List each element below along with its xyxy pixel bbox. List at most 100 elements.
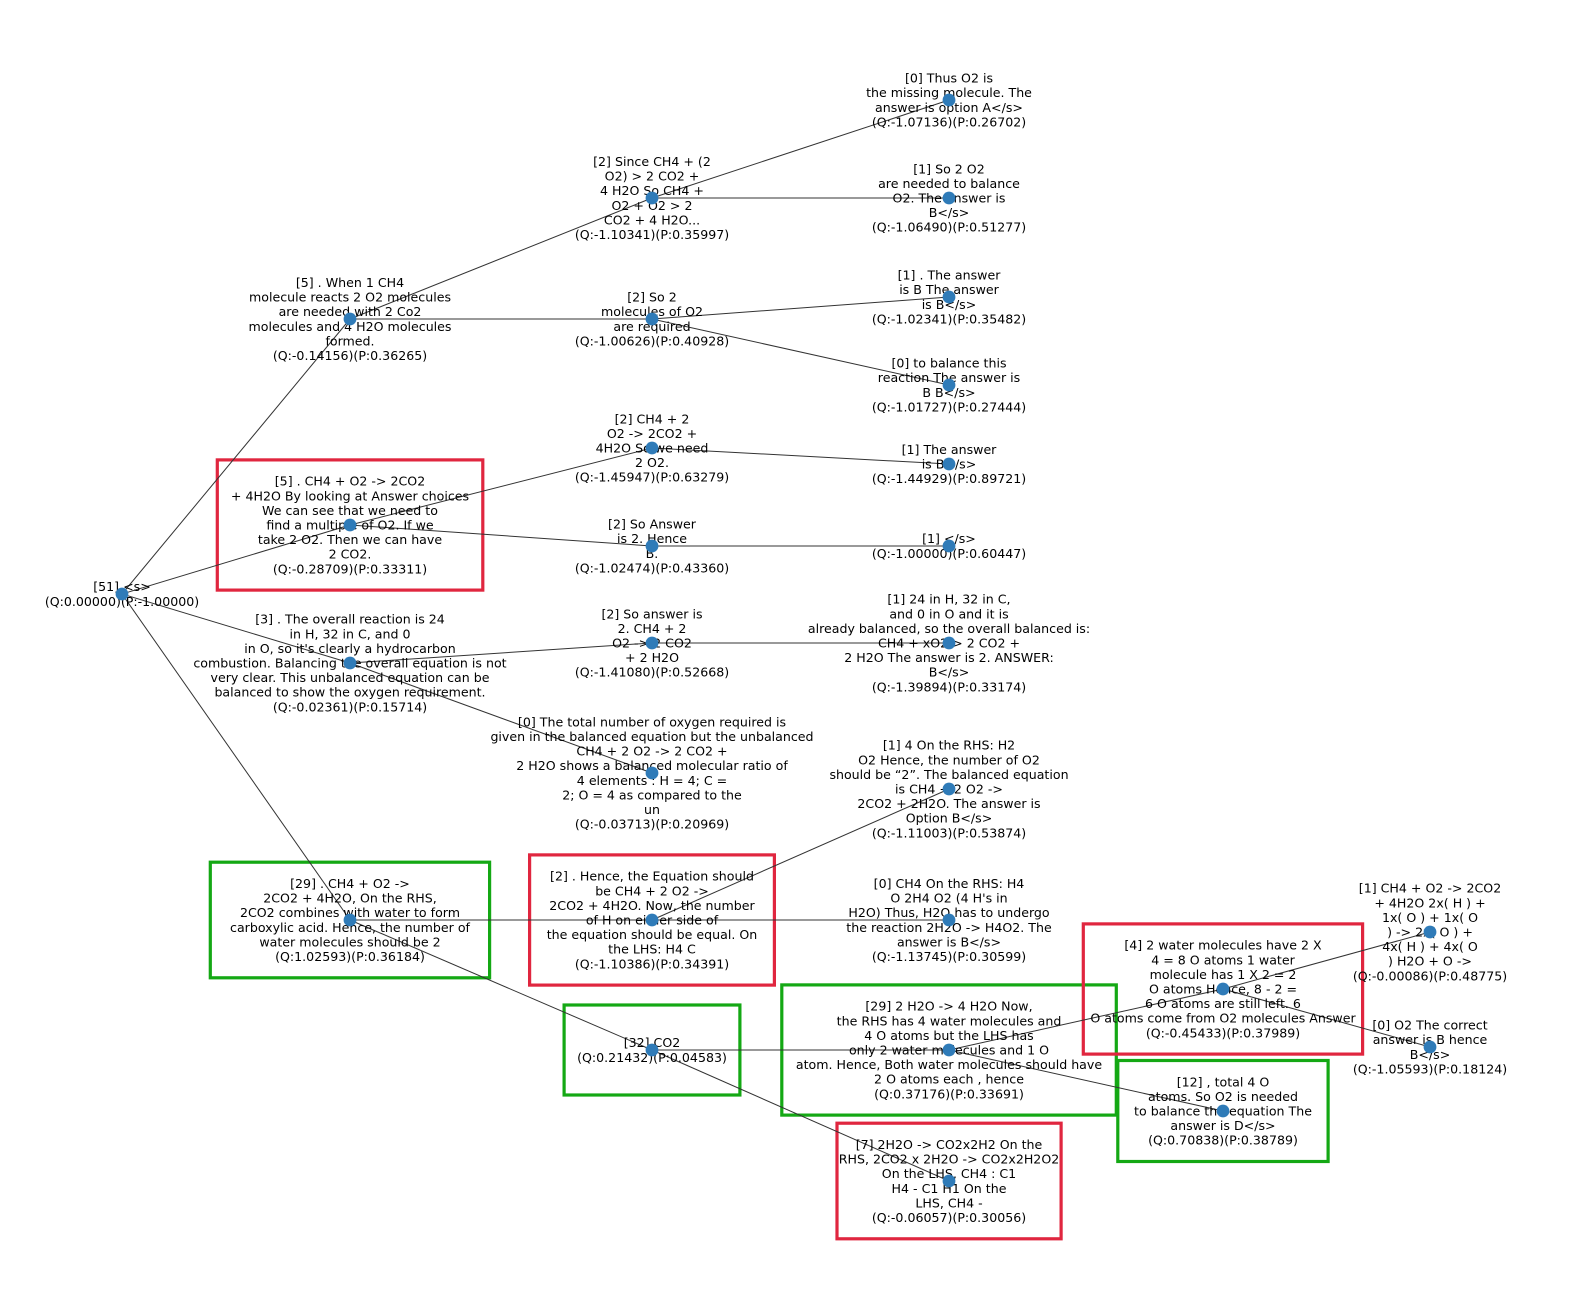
node-label-line: H2O) Thus, H2O has to undergo	[848, 905, 1049, 920]
node-marker-n1[interactable]	[343, 312, 357, 326]
node-marker-l11[interactable]	[1216, 1104, 1230, 1118]
node-label-n4: [29] . CH4 + O2 ->2CO2 + 4H2O, On the RH…	[230, 876, 471, 964]
node-marker-n4b[interactable]	[645, 1043, 659, 1057]
node-label-line: ) H2O + O ->	[1388, 954, 1472, 969]
node-label-line: B</s>	[929, 665, 970, 680]
node-label-line: Option B</s>	[906, 811, 993, 826]
tree-edge-root-n1	[121, 318, 351, 595]
node-label-line: [1] CH4 + O2 -> 2CO2	[1359, 881, 1501, 896]
node-label-line: [32] CO2	[624, 1035, 681, 1050]
node-marker-n3[interactable]	[343, 656, 357, 670]
node-marker-n2[interactable]	[343, 518, 357, 532]
node-marker-l4[interactable]	[942, 378, 956, 392]
node-marker-n4[interactable]	[343, 913, 357, 927]
node-marker-l13[interactable]	[1423, 1040, 1437, 1054]
node-marker-n2b[interactable]	[645, 539, 659, 553]
node-label-line: [1] 24 in H, 32 in C,	[887, 592, 1010, 607]
node-label-line: 2. CH4 + 2	[618, 621, 687, 636]
node-marker-n1a[interactable]	[645, 191, 659, 205]
node-label-line: (Q:-0.45433)(P:0.37989)	[1146, 1025, 1300, 1040]
node-label-l7: [1] 24 in H, 32 in C,and 0 in O and it i…	[808, 592, 1090, 695]
node-label-line: should be “2”. The balanced equation	[829, 767, 1068, 782]
node-label-line: O 2H4 O2 (4 H's in	[890, 891, 1007, 906]
node-marker-l6[interactable]	[942, 539, 956, 553]
node-label-line: answer is option A</s>	[875, 100, 1023, 115]
node-label-line: are needed with 2 Co2	[279, 304, 422, 319]
node-label-line: balanced to show the oxygen requirement.	[214, 685, 485, 700]
tree-edge-n4b-l10	[651, 1049, 950, 1182]
node-marker-l12[interactable]	[1423, 925, 1437, 939]
node-label-line: + 2 H2O	[625, 650, 679, 665]
node-marker-l1[interactable]	[942, 93, 956, 107]
node-label-line: [0] to balance this	[891, 356, 1006, 371]
node-marker-l8[interactable]	[942, 782, 956, 796]
node-label-line: O2 -> 2CO2 +	[607, 426, 697, 441]
node-marker-n3b[interactable]	[645, 766, 659, 780]
node-label-line: answer is B</s>	[897, 934, 1001, 949]
node-marker-l3[interactable]	[942, 290, 956, 304]
node-marker-l7[interactable]	[942, 636, 956, 650]
node-label-line: [2] So Answer	[608, 517, 697, 532]
node-label-line: + 4H2O By looking at Answer choices	[231, 488, 469, 503]
tree-edge-n2-n2a	[349, 447, 653, 526]
node-labels: [51] <s>(Q:0.00000)(P:-1.00000)[5] . Whe…	[45, 71, 1507, 1225]
node-label-line: (Q:0.00000)(P:-1.00000)	[45, 594, 199, 609]
node-marker-n1b[interactable]	[645, 312, 659, 326]
node-marker-n2a[interactable]	[645, 441, 659, 455]
node-marker-n4a[interactable]	[645, 913, 659, 927]
node-markers	[115, 93, 1437, 1188]
node-label-line: molecules of O2	[601, 304, 703, 319]
node-label-line: (Q:-1.05593)(P:0.18124)	[1353, 1061, 1507, 1076]
node-label-line: 1x( O ) + 1x( O	[1382, 910, 1478, 925]
node-marker-l10[interactable]	[942, 1174, 956, 1188]
node-label-line: is B The answer	[899, 282, 999, 297]
node-marker-l5[interactable]	[942, 457, 956, 471]
node-label-line: [2] So answer is	[601, 606, 702, 621]
node-label-line: We can see that we need to	[262, 503, 438, 518]
node-label-line: (Q:-0.28709)(P:0.33311)	[273, 561, 427, 576]
node-label-line: (Q:-1.06490)(P:0.51277)	[872, 220, 1026, 235]
node-label-line: 2 H2O shows a balanced molecular ratio o…	[516, 758, 788, 773]
node-label-line: carboxylic acid. Hence, the number of	[230, 920, 471, 935]
tree-edge-n1b-l4	[651, 318, 950, 386]
node-label-line: 2; O = 4 as compared to the	[562, 787, 742, 802]
highlight-box-red-l10	[835, 1121, 1063, 1241]
node-label-line: very clear. This unbalanced equation can…	[211, 670, 490, 685]
node-label-line: (Q:-0.03713)(P:0.20969)	[575, 817, 729, 832]
node-marker-n5[interactable]	[942, 1043, 956, 1057]
node-marker-l9[interactable]	[942, 913, 956, 927]
node-label-line: LHS, CH4 -	[915, 1195, 982, 1210]
node-label-line: the RHS has 4 water molecules and	[837, 1013, 1062, 1028]
node-label-line: water molecules should be 2	[259, 934, 440, 949]
tree-edge-n5-l11	[948, 1049, 1224, 1112]
node-label-line: [51] <s>	[93, 579, 151, 594]
node-label-line: atom. Hence, Both water molecules should…	[796, 1057, 1102, 1072]
node-label-line: already balanced, so the overall balance…	[808, 621, 1090, 636]
node-label-line: (Q:-1.45947)(P:0.63279)	[575, 470, 729, 485]
node-label-line: molecule has 1 X 2 = 2	[1150, 967, 1297, 982]
highlight-box-green-l11	[1116, 1058, 1330, 1164]
node-marker-n3a[interactable]	[645, 636, 659, 650]
node-label-line: reaction The answer is	[878, 370, 1020, 385]
highlight-box-red-n2	[215, 458, 485, 592]
node-label-line: [29] 2 H2O -> 4 H2O Now,	[865, 999, 1032, 1014]
node-marker-n6[interactable]	[1216, 982, 1230, 996]
node-label-line: take 2 O2. Then we can have	[258, 532, 442, 547]
node-label-line: [0] Thus O2 is	[905, 71, 993, 86]
node-marker-l2[interactable]	[942, 191, 956, 205]
node-marker-root[interactable]	[115, 587, 129, 601]
tree-edge-n3-n3b	[349, 662, 653, 774]
node-label-line: (Q:-1.10341)(P:0.35997)	[575, 227, 729, 242]
node-label-line: [2] CH4 + 2	[615, 411, 690, 426]
node-label-line: the LHS: H4 C	[608, 942, 696, 957]
node-label-line: 4 elements : H = 4; C =	[577, 773, 727, 788]
node-label-line: [3] . The overall reaction is 24	[255, 612, 445, 627]
tree-edge-n3-n3a	[349, 642, 653, 664]
